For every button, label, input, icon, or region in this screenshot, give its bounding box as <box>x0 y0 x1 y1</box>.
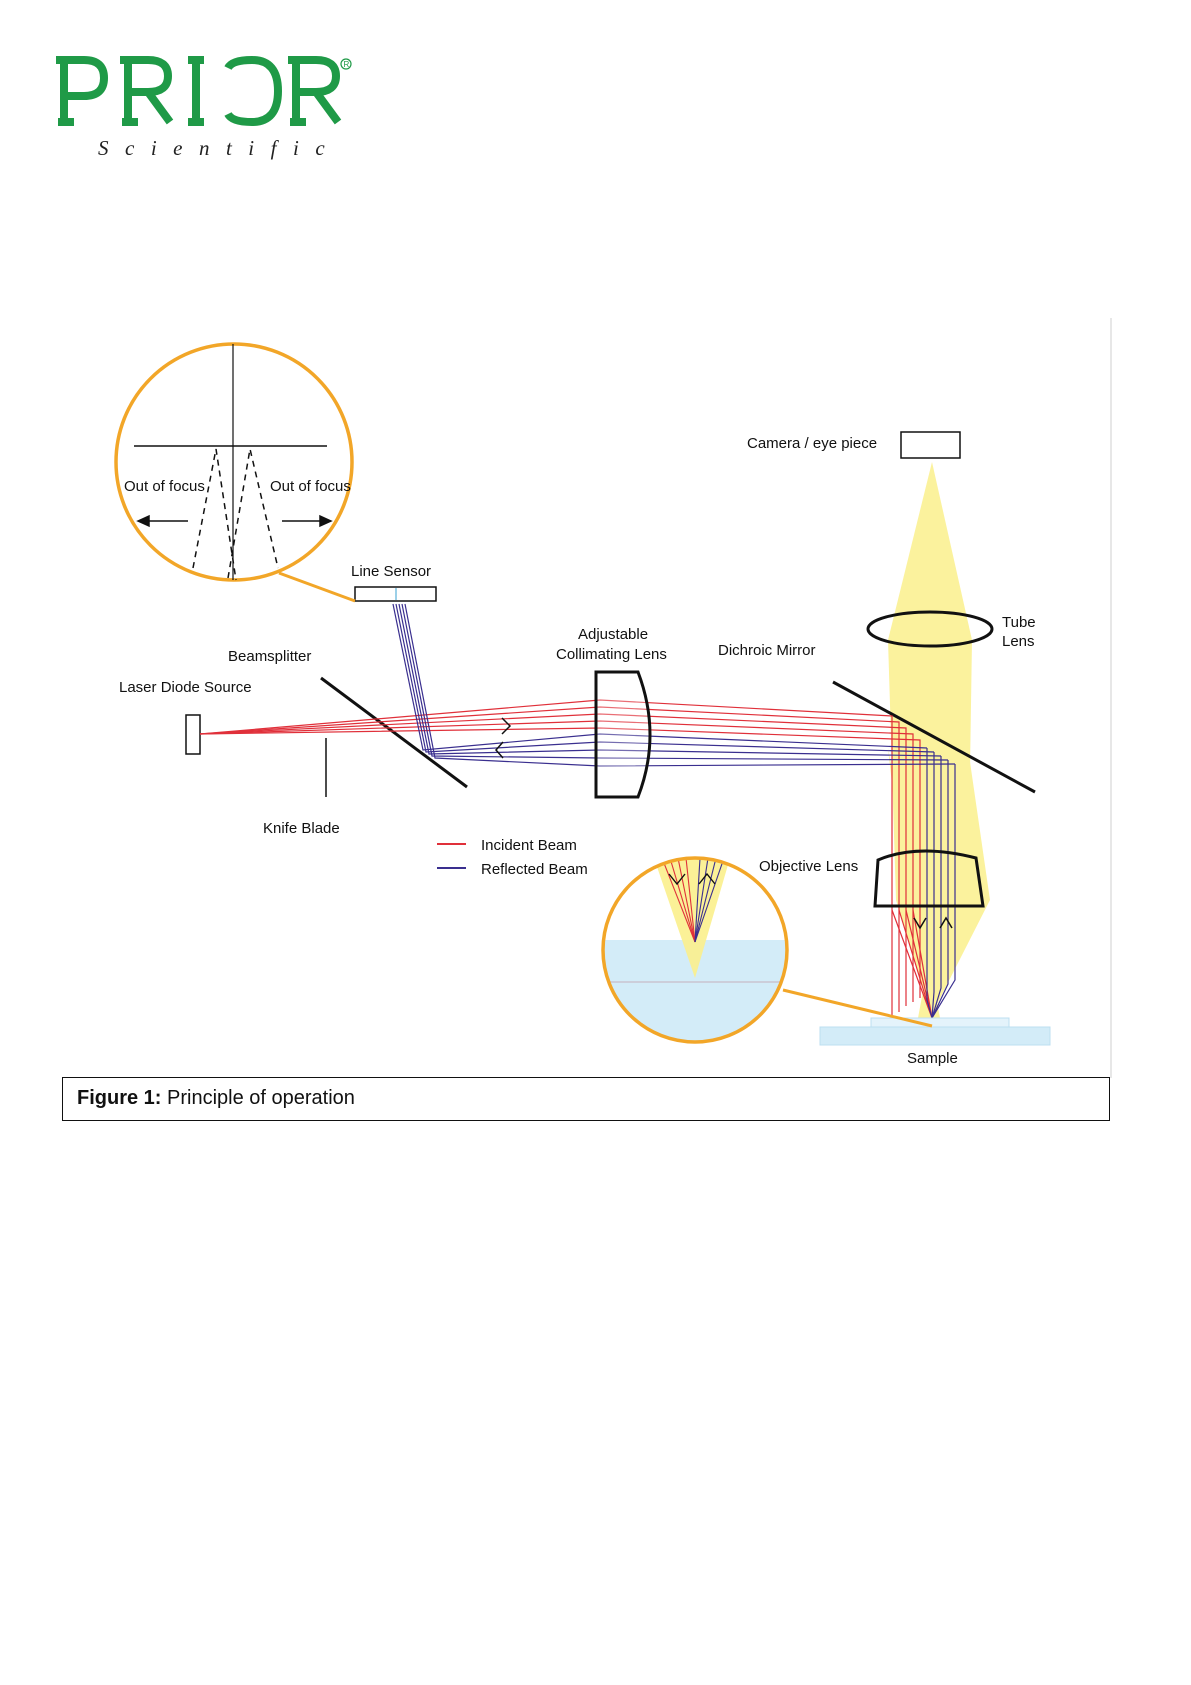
sample-magnifier <box>600 858 800 1060</box>
caption-label: Figure 1: <box>77 1087 161 1109</box>
legend-reflected: Reflected Beam <box>481 861 588 878</box>
legend: Incident Beam Reflected Beam <box>437 837 588 878</box>
sensor-magnifier <box>116 344 352 580</box>
label-knife-blade: Knife Blade <box>263 820 340 837</box>
label-camera: Camera / eye piece <box>747 435 877 452</box>
collimating-lens <box>596 672 650 797</box>
legend-incident: Incident Beam <box>481 837 577 854</box>
label-tube-2: Lens <box>1002 633 1035 650</box>
label-collimating-2: Collimating Lens <box>556 646 667 663</box>
label-tube-1: Tube <box>1002 614 1036 631</box>
label-line-sensor: Line Sensor <box>351 563 431 580</box>
sample-coverslip <box>871 1018 1009 1027</box>
label-dichroic: Dichroic Mirror <box>718 642 816 659</box>
laser-diode <box>186 715 200 754</box>
sample-slide <box>820 1027 1050 1045</box>
beamsplitter <box>321 678 467 787</box>
label-beamsplitter: Beamsplitter <box>228 648 311 665</box>
camera-box <box>901 432 960 458</box>
label-laser-source: Laser Diode Source <box>119 679 252 696</box>
label-out-of-focus-right: Out of focus <box>270 478 351 495</box>
label-out-of-focus-left: Out of focus <box>124 478 205 495</box>
label-sample: Sample <box>907 1050 958 1067</box>
caption-text: Principle of operation <box>167 1087 355 1109</box>
figure-caption: Figure 1: Principle of operation <box>62 1077 1110 1121</box>
label-objective: Objective Lens <box>759 858 858 875</box>
label-collimating-1: Adjustable <box>578 626 648 643</box>
